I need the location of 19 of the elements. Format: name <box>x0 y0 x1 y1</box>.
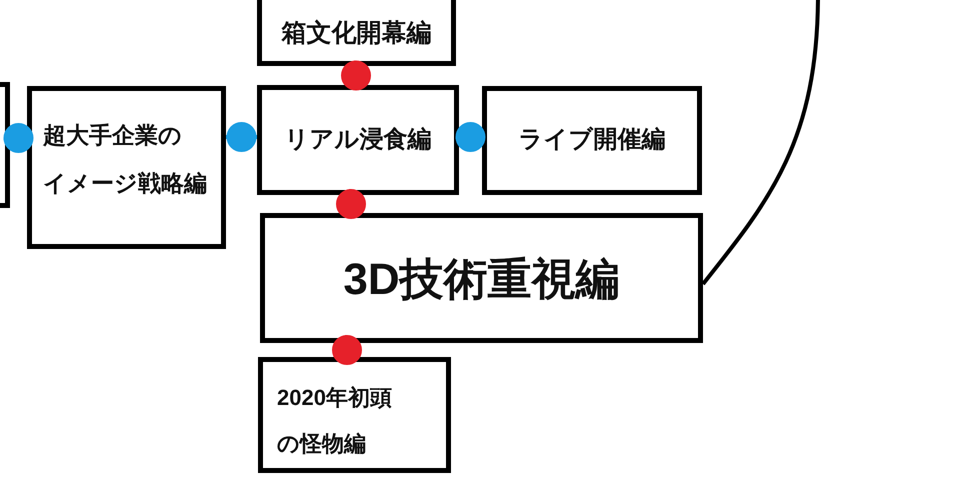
connector-dot <box>332 335 362 365</box>
box-label: 3D技術重視編 <box>343 254 620 306</box>
process-box <box>258 357 451 473</box>
box-label: ライブ開催編 <box>518 126 666 155</box>
box-label: リアル浸食編 <box>284 126 432 154</box>
connector-dot <box>456 122 486 152</box>
process-box <box>257 0 456 66</box>
curved-connector <box>701 0 820 286</box>
connector-dot <box>336 189 366 219</box>
process-box <box>260 213 703 343</box>
process-box <box>257 85 459 195</box>
connector-dot <box>4 123 34 153</box>
box-label: 2020年初頭の怪物編 <box>277 384 393 458</box>
process-box <box>482 86 702 195</box>
process-box <box>27 86 226 249</box>
box-label: 超大手企業のイメージ戦略編 <box>43 121 208 198</box>
box-label: 箱文化開幕編 <box>282 18 432 48</box>
connector-dot <box>224 122 259 152</box>
connector-dot <box>341 60 371 90</box>
